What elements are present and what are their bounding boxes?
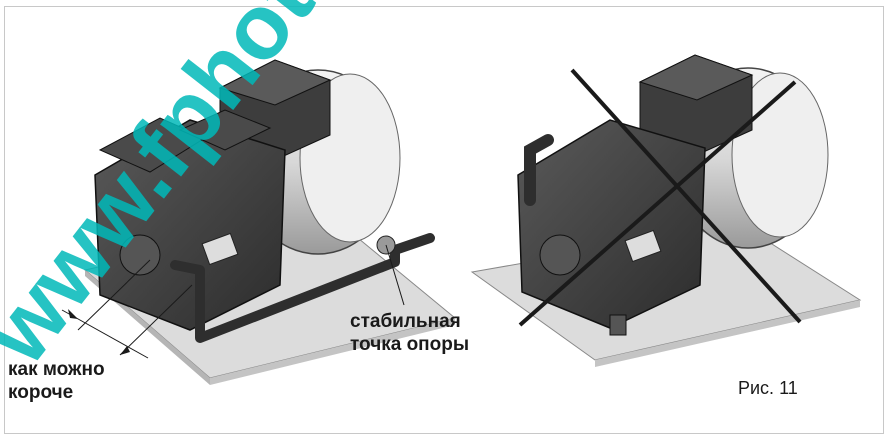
cylinder-head-2 (178, 109, 272, 151)
figure-frame (4, 6, 884, 434)
support-leader (385, 244, 405, 306)
nameplate (624, 229, 662, 263)
suction-pipe (524, 134, 554, 206)
shortest-label-line2: короче (8, 382, 74, 403)
stable-support-label: стабильная точка опоры (350, 310, 469, 356)
shortest-label-line1: как можно (8, 359, 105, 380)
dim-line-2 (119, 284, 193, 356)
valve-left (119, 234, 161, 276)
support-label-line1: стабильная (350, 311, 461, 332)
valve-right (539, 234, 581, 276)
cross-line-1 (570, 68, 802, 324)
figure-caption: Рис. 11 (738, 378, 798, 398)
dim-arrow-head-1 (68, 309, 78, 319)
dim-line-1 (77, 259, 151, 331)
compressor-right (470, 54, 862, 367)
terminal-box-top (638, 54, 754, 101)
compressor-body (517, 119, 706, 329)
pipe-left (170, 233, 435, 343)
nameplate (201, 232, 239, 266)
shortest-possible-label: как можно короче (8, 358, 105, 404)
compressor-body (94, 119, 286, 331)
foot (609, 314, 627, 336)
compressor-left (61, 59, 457, 385)
base-plate-side (210, 318, 455, 385)
cross-line-2 (518, 80, 797, 327)
support-label-line2: точка опоры (350, 334, 470, 355)
terminal-box-top (218, 59, 332, 106)
dim-arrow-head-2 (120, 346, 130, 355)
